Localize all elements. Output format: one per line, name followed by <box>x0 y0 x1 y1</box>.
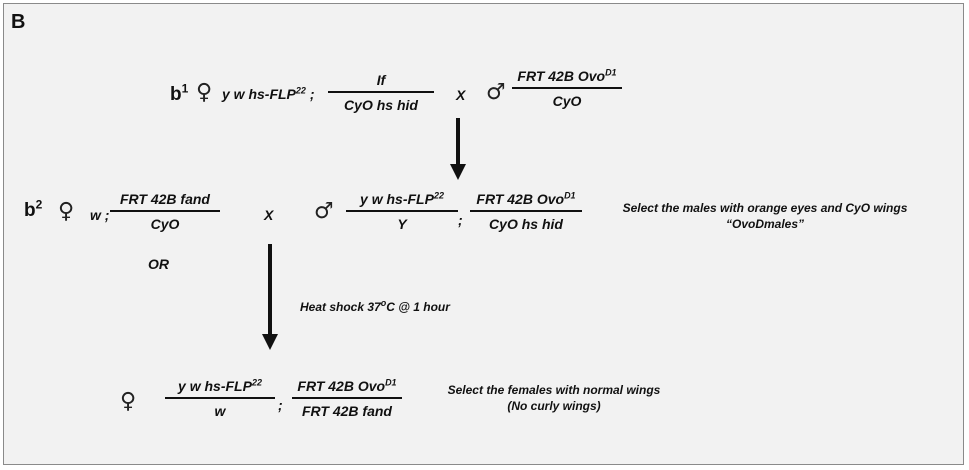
b2-female-chr2-genotype: FRT 42B fand CyO <box>110 191 220 232</box>
b2-female-chr2-numerator: FRT 42B fand <box>110 191 220 212</box>
b2-male-x-genotype: y w hs-FLP22 Y <box>346 191 458 232</box>
progeny-x-genotype: y w hs-FLP22 w <box>165 378 275 419</box>
progeny-female-symbol-icon: ♀ <box>120 389 137 414</box>
b1-generation-label: b1 <box>170 81 189 105</box>
b1-male-chr2-genotype: FRT 42B OvoD1 CyO <box>512 68 622 109</box>
b2-selection-note-line2: “OvoDmales” <box>725 217 805 231</box>
progeny-chr2-numerator: FRT 42B OvoD1 <box>292 378 402 399</box>
progeny-x-numerator: y w hs-FLP22 <box>165 378 275 399</box>
progeny-selection-note-line2: (No curly wings) <box>507 399 601 413</box>
progeny-chr2-genotype: FRT 42B OvoD1 FRT 42B fand <box>292 378 402 419</box>
b1-female-chr2-numerator: If <box>328 72 434 93</box>
b2-male-x-denominator: Y <box>397 216 407 232</box>
b2-male-chr2-denominator: CyO hs hid <box>489 216 563 232</box>
b2-male-chr2-genotype: FRT 42B OvoD1 CyO hs hid <box>470 191 582 232</box>
progeny-x-denominator: w <box>214 403 226 419</box>
b2-generation-label: b2 <box>24 197 43 221</box>
b2-selection-note-line1: Select the males with orange eyes and Cy… <box>622 201 908 215</box>
arrow-b1-to-b2 <box>450 118 466 180</box>
progeny-chr2-denominator: FRT 42B fand <box>302 403 392 419</box>
b2-male-chr2-numerator: FRT 42B OvoD1 <box>470 191 582 212</box>
b2-female-x-genotype: w ; <box>90 207 110 223</box>
progeny-separator: ; <box>278 397 283 413</box>
b2-selection-note: Select the males with orange eyes and Cy… <box>600 201 930 231</box>
b2-female-symbol-icon: ♀ <box>58 199 75 224</box>
progeny-selection-note-line1: Select the females with normal wings <box>447 383 661 397</box>
b1-male-symbol-icon: ♂ <box>486 80 506 105</box>
b2-separator: ; <box>458 212 463 228</box>
b2-cross-x: X <box>264 207 274 223</box>
b1-cross-x: X <box>456 87 466 103</box>
progeny-selection-note: Select the females with normal wings (No… <box>414 383 694 413</box>
panel-label: B <box>11 11 26 33</box>
arrow-b2-to-progeny <box>262 244 278 350</box>
b2-male-x-numerator: y w hs-FLP22 <box>346 191 458 212</box>
b1-female-symbol-icon: ♀ <box>196 80 213 105</box>
b2-or-label: OR <box>148 256 169 272</box>
b2-male-symbol-icon: ♂ <box>314 199 334 224</box>
b1-female-x-genotype: y w hs-FLP22 ; <box>222 85 315 102</box>
b1-male-chr2-denominator: CyO <box>552 93 582 109</box>
b1-female-chr2-genotype: If CyO hs hid <box>328 72 434 113</box>
b1-male-chr2-numerator: FRT 42B OvoD1 <box>512 68 622 89</box>
b2-female-chr2-denominator: CyO <box>150 216 180 232</box>
figure-panel <box>3 3 964 465</box>
b1-female-chr2-denominator: CyO hs hid <box>344 97 418 113</box>
heat-shock-label: Heat shock 37oC @ 1 hour <box>300 298 450 315</box>
